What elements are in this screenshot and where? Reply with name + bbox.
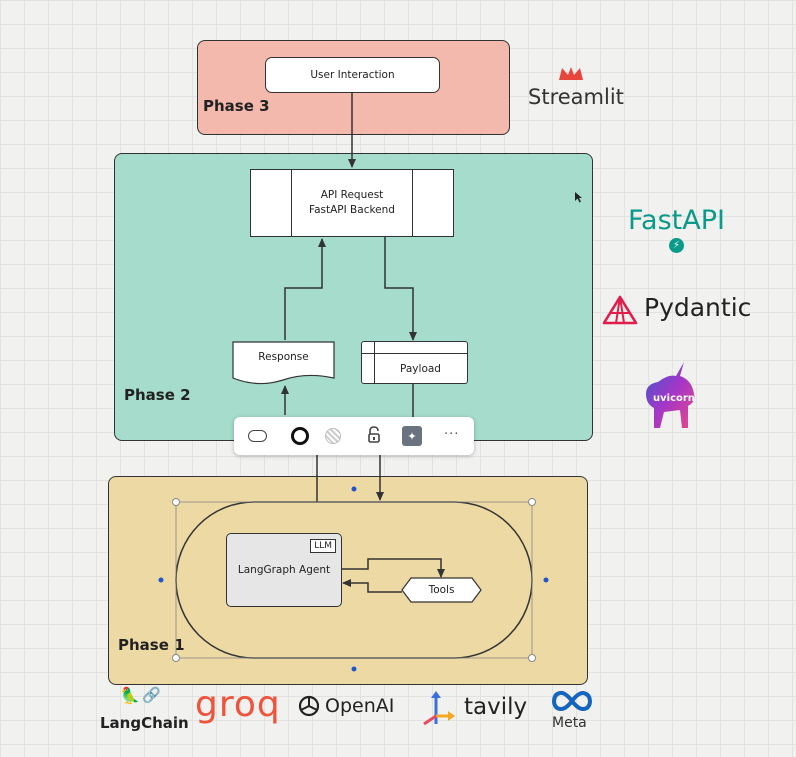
arrow-response-to-api (284, 238, 326, 340)
langgraph-agent-label: LangGraph Agent (237, 564, 331, 576)
tools-label: Tools (428, 584, 455, 596)
mouse-cursor-icon (575, 192, 582, 203)
tavily-arrows-icon (423, 691, 455, 726)
fastapi-label: FastAPI (628, 205, 725, 236)
api-request-label: API Request (320, 189, 384, 201)
response-shape (232, 341, 335, 385)
rounded-shape-icon[interactable] (248, 430, 267, 442)
user-interaction-label: User Interaction (310, 69, 395, 81)
api-backend-label: FastAPI Backend (309, 204, 395, 216)
llm-badge: LLM (310, 539, 336, 553)
tools-shape (401, 577, 482, 603)
meta-label: Meta (552, 715, 587, 731)
uvicorn-unicorn-icon (646, 362, 695, 428)
langchain-parrot-icon: 🦜 (120, 686, 140, 705)
langgraph-agent-node[interactable]: LLM LangGraph Agent (226, 533, 342, 607)
langchain-label: LangChain (100, 714, 189, 732)
openai-logo: OpenAI (297, 693, 407, 723)
lock-icon[interactable] (367, 426, 381, 444)
phase-1-label: Phase 1 (118, 636, 185, 654)
stroke-color-icon[interactable] (291, 427, 309, 445)
fastapi-logo: FastAPI ⚡ (626, 205, 736, 260)
fastapi-bolt-icon: ⚡ (669, 238, 684, 253)
uvicorn-label: uvicorn (653, 393, 695, 404)
streamlit-label: Streamlit (528, 85, 624, 109)
user-interaction-node[interactable]: User Interaction (265, 57, 440, 93)
uvicorn-logo: uvicorn (640, 360, 702, 432)
streamlit-crown-icon (559, 67, 583, 80)
arrow-api-to-payload (384, 236, 417, 341)
arrow-tools-to-agent (342, 579, 402, 593)
phase-2-label: Phase 2 (124, 386, 191, 404)
payload-node[interactable]: Payload (361, 341, 468, 384)
payload-label: Payload (400, 363, 441, 375)
fill-pattern-icon[interactable] (325, 428, 341, 444)
pydantic-label: Pydantic (644, 293, 752, 322)
groq-label: groq (195, 684, 281, 725)
phase-3-label: Phase 3 (203, 97, 270, 115)
langchain-chain-icon: 🔗 (142, 686, 161, 704)
shape-toolbar: ✦ ··· (234, 417, 474, 455)
openai-label: OpenAI (325, 695, 395, 717)
tavily-logo: tavily (420, 688, 536, 728)
response-label: Response (258, 351, 309, 363)
tavily-label: tavily (464, 694, 528, 720)
langchain-logo: 🦜 🔗 LangChain (100, 672, 189, 734)
streamlit-logo: Streamlit (526, 66, 626, 111)
api-request-node[interactable]: API Request FastAPI Backend (250, 169, 454, 237)
pydantic-triangle-icon (602, 295, 638, 325)
selection-frame (175, 501, 533, 659)
openai-knot-icon (298, 695, 320, 717)
meta-logo: Meta (550, 688, 596, 734)
meta-infinity-icon (552, 690, 592, 712)
more-options-icon[interactable]: ··· (444, 427, 460, 442)
pydantic-logo: Pydantic (602, 292, 762, 328)
arrow-agent-to-tools (340, 558, 445, 578)
ai-sparkle-icon[interactable]: ✦ (402, 426, 422, 446)
